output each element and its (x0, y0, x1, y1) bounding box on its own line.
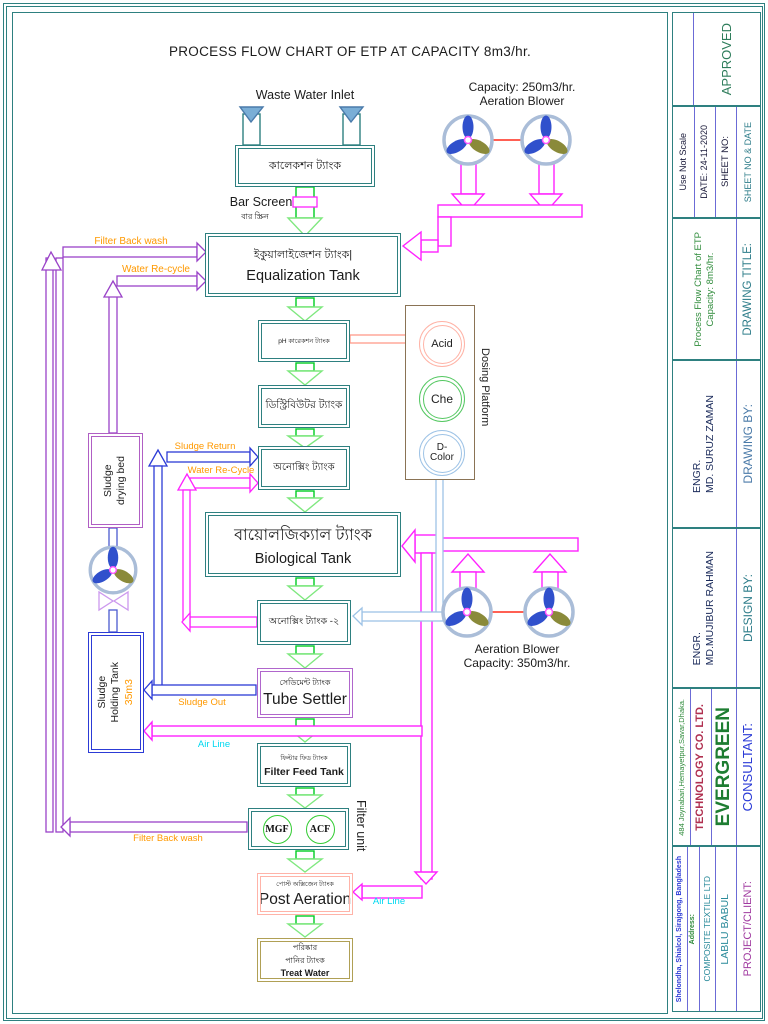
biological-tank: বায়োলজিক্যাল ট্যাংক Biological Tank (205, 512, 401, 577)
design-by-value: ENGR. MD.MUJIBUR RAHMAN (691, 550, 717, 666)
post-aeration-bn: পোস্ট অক্সিজেন ট্যাংক (276, 881, 334, 888)
design-by-section-label: DESIGN BY: (741, 573, 755, 643)
client-name: LABLU BABUL (719, 893, 732, 965)
sludge-return-label: Sludge Return (174, 441, 236, 452)
consultant-company-suffix: TECHNOLOGY CO. LTD. (694, 703, 707, 831)
collection-tank: কালেকশন ট্যাংক (235, 145, 375, 187)
distributor-tank-label: ডিস্ট্রিবিউটর ট্যাংক (265, 399, 343, 411)
che-label: Che (430, 392, 453, 406)
drawing-title-section-label: DRAWING TITLE: (742, 242, 755, 336)
sheet-section-label: SHEET NO & DATE (742, 121, 753, 203)
water-recycle-top-label: Water Re-cycle (122, 264, 190, 275)
sheet-no: SHEET NO: (720, 136, 732, 188)
titleblock-design-by: ENGR. MD.MUJIBUR RAHMAN DESIGN BY: (672, 528, 761, 688)
anoxing-tank-1-label: অনোক্সিং ট্যাংক (273, 461, 335, 473)
anoxing-tank-2-label: অনোক্সিং ট্যাংক -২ (268, 616, 340, 627)
equalization-tank: ইকুয়ালাইজেশন ট্যাংক| Equalization Tank (205, 233, 401, 297)
sludge-holding-volume: 35m3 (123, 679, 136, 706)
post-aeration-tank: পোস্ট অক্সিজেন ট্যাংক Post Aeration (257, 873, 353, 915)
drawing-by-section-label: DRAWING BY: (741, 404, 755, 484)
sludge-drying-bed-label: Sludge drying bed (102, 455, 128, 506)
titleblock-consultant: 484 Joynabari,Hemayetpur,Savar,Dhaka. TE… (672, 688, 761, 846)
treat-water-en: Treat Water (280, 968, 330, 978)
filter-back-wash-top-label: Filter Back wash (94, 236, 168, 247)
sludge-valve-icon (98, 590, 129, 612)
air-line-mid-label: Air Line (197, 739, 231, 750)
sludge-holding-tank-label: Sludge Holding Tank (95, 662, 121, 723)
mgf-filter-circle: MGF (262, 814, 292, 844)
titleblock-approved: APPROVED (672, 12, 761, 106)
consultant-company: EVERGREEN (713, 707, 735, 827)
sludge-drying-bed: Sludge drying bed (88, 433, 143, 528)
dosing-platform-label: Dosing Platform (479, 348, 491, 427)
green-flow-arrows (285, 186, 325, 938)
waste-water-inlet-label: Waste Water Inlet (255, 88, 355, 102)
treat-water-bn2: পানির ট্যাংক (285, 956, 325, 965)
filter-unit-label: Filter unit (354, 800, 368, 852)
bar-screen-label: Bar Screen (229, 195, 293, 209)
sludge-out-label: Sludge Out (178, 697, 226, 708)
tube-settler-tank: সেডিমেন্ট ট্যাংক Tube Settler (257, 668, 353, 718)
acid-dosing-circle: Acid (419, 321, 465, 367)
titleblock-sheet: Use Not Scale DATE: 24-11-2020 SHEET NO:… (672, 106, 761, 218)
client-address-label: Address: (689, 913, 697, 945)
treat-water-tank: পরিষ্কার পানির ট্যাংক Treat Water (257, 938, 353, 982)
distributor-tank: ডিস্ট্রিবিউটর ট্যাংক (258, 385, 350, 428)
equalization-tank-bn: ইকুয়ালাইজেশন ট্যাংক| (253, 249, 353, 261)
titleblock-drawing-title: Process Flow Chart of ETP Capacity: 8m3/… (672, 218, 761, 360)
chemical-dosing-circle: Che (419, 376, 465, 422)
ph-correction-tank-label: pH কারেকশন ট্যাংক (278, 337, 330, 345)
drawing-title-value: Process Flow Chart of ETP Capacity: 8m3/… (692, 231, 716, 347)
blower-top-label: Capacity: 250m3/hr. Aeration Blower (468, 80, 576, 109)
bar-screen-bn-label: বার স্ক্রিন (241, 212, 269, 221)
tube-settler-en: Tube Settler (263, 691, 347, 708)
filter-feed-tank: ফিল্টার ফিড ট্যাংক Filter Feed Tank (257, 743, 351, 787)
decolor-dosing-circle: D- Color (419, 430, 465, 476)
acid-label: Acid (431, 338, 453, 350)
blower-mid-piping (143, 528, 579, 902)
client-name2: COMPOSITE TEXTILE LTD (702, 876, 713, 982)
water-recycle-mid-label: Water Re-Cycle (187, 465, 255, 476)
equalization-tank-en: Equalization Tank (246, 268, 360, 284)
consultant-section-label: CONSULTANT: (740, 722, 756, 812)
sludge-holding-tank: Sludge Holding Tank 35m3 (88, 632, 144, 753)
sheet-date: DATE: 24-11-2020 (699, 125, 710, 199)
client-section-label: PROJECT/CLIENT: (741, 881, 754, 977)
consultant-address: 484 Joynabari,Hemayetpur,Savar,Dhaka. (676, 698, 686, 836)
dcolor-label: D- Color (430, 441, 454, 463)
drawing-by-value: ENGR. MD. SURUZ ZAMAN (691, 395, 717, 493)
ph-correction-tank: pH কারেকশন ট্যাংক (258, 320, 350, 362)
anoxing-tank-1: অনোক্সিং ট্যাংক (258, 446, 350, 490)
anoxing-tank-2: অনোক্সিং ট্যাংক -২ (257, 600, 351, 645)
purple-backwash-piping (40, 241, 248, 838)
filter-unit-box: MGF ACF (248, 808, 349, 850)
blower-mid-label: Aeration Blower Capacity: 350m3/hr. (463, 642, 571, 671)
acf-filter-circle: ACF (305, 814, 335, 844)
blower-top-piping (401, 162, 583, 262)
drawing-main-title: PROCESS FLOW CHART OF ETP AT CAPACITY 8m… (168, 44, 532, 59)
air-line-bottom-label: Air Line (372, 896, 406, 907)
client-address: Shelondha, Shialcol, Sirajgong, Banglade… (675, 855, 683, 1003)
filter-feed-en: Filter Feed Tank (264, 765, 344, 778)
titleblock-client: Shelondha, Shialcol, Sirajgong, Banglade… (672, 846, 761, 1012)
tube-settler-bn: সেডিমেন্ট ট্যাংক (279, 678, 331, 687)
waste-water-inlet-pipes (238, 106, 365, 146)
scale-note: Use Not Scale (677, 133, 688, 191)
treat-water-bn1: পরিষ্কার (292, 943, 318, 952)
filter-feed-bn: ফিল্টার ফিড ট্যাংক (280, 754, 328, 762)
approved-label: APPROVED (718, 22, 734, 96)
collection-tank-label: কালেকশন ট্যাংক (268, 159, 342, 172)
dosing-platform: Acid Che D- Color (405, 305, 475, 480)
blue-sludge-piping (108, 446, 259, 701)
drawing-area-border (12, 12, 668, 1014)
bar-screen-icon (292, 196, 318, 208)
post-aeration-en: Post Aeration (258, 891, 352, 908)
titleblock-drawing-by: ENGR. MD. SURUZ ZAMAN DRAWING BY: (672, 360, 761, 528)
fan-connector-lines (492, 139, 524, 613)
filter-back-wash-bottom-label: Filter Back wash (133, 833, 203, 844)
biological-tank-bn: বায়োলজিক্যাল ট্যাংক (234, 527, 372, 544)
biological-tank-en: Biological Tank (254, 551, 352, 567)
